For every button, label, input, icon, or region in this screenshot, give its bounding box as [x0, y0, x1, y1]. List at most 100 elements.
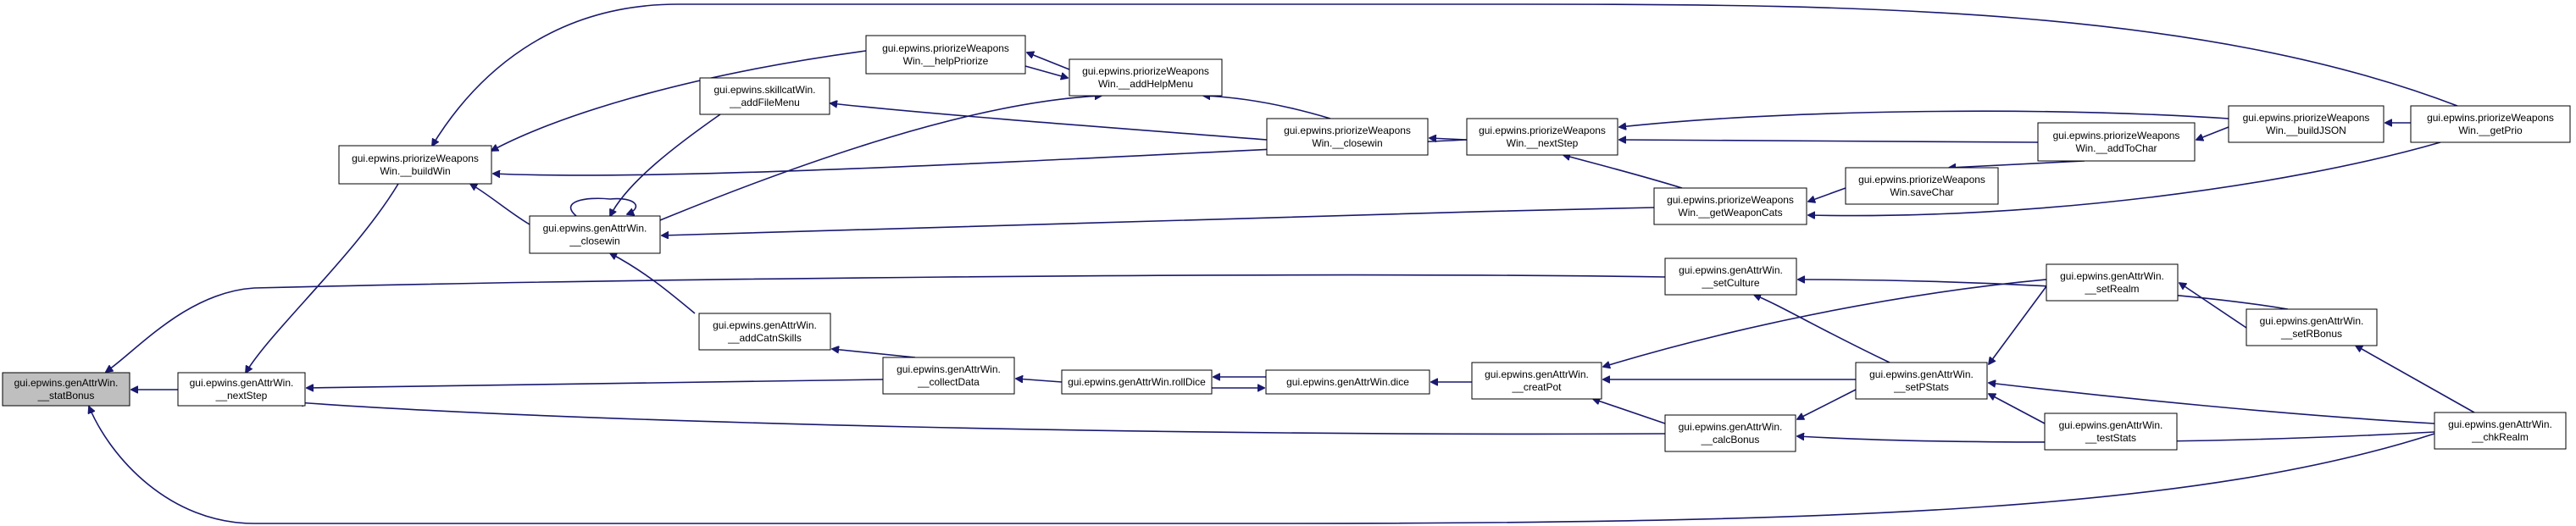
node-next-step-attr[interactable]: gui.epwins.genAttrWin.__nextStep [177, 372, 306, 407]
node-stat-bonus[interactable]: gui.epwins.genAttrWin.__statBonus [2, 372, 130, 407]
e-calcbonus-creatpot [1593, 399, 1666, 424]
node-label: Win.__closewin [1312, 137, 1382, 149]
node-label: __nextStep [215, 390, 268, 401]
node-box [1855, 362, 1988, 400]
node-label: gui.epwins.genAttrWin. [1679, 421, 1783, 433]
node-label: Win.saveChar [1890, 186, 1953, 198]
node-label: gui.epwins.priorizeWeapons [352, 152, 479, 164]
e-setrbonus-setculture [1798, 280, 2289, 310]
node-box [2037, 122, 2196, 162]
node-label: gui.epwins.skillcatWin. [713, 84, 815, 96]
node-closewin-attr[interactable]: gui.epwins.genAttrWin.__closewin [529, 215, 661, 254]
node-label: __calcBonus [1701, 434, 1760, 446]
node-roll-dice[interactable]: gui.epwins.genAttrWin.rollDice [1061, 369, 1213, 395]
node-set-r-bonus[interactable]: gui.epwins.genAttrWin.__setRBonus [2246, 308, 2378, 346]
e-savechar-getweaponcats [1808, 187, 1846, 202]
node-creat-pot[interactable]: gui.epwins.genAttrWin.__creatPot [1471, 362, 1602, 400]
node-box [2228, 105, 2384, 143]
node-calc-bonus[interactable]: gui.epwins.genAttrWin.__calcBonus [1664, 414, 1796, 452]
node-label: Win.__nextStep [1507, 137, 1579, 149]
node-label: Win.__getPrio [2458, 125, 2523, 136]
e-buildwin-nextstep [246, 183, 399, 373]
node-label: Win.__buildJSON [2266, 125, 2346, 136]
e-addhelpmenu-helppriorize [1027, 53, 1070, 70]
node-set-culture[interactable]: gui.epwins.genAttrWin.__setCulture [1664, 257, 1797, 296]
node-label: gui.epwins.genAttrWin. [14, 377, 119, 389]
e-closewinattr-addhelpmenu [659, 96, 1102, 221]
node-label: __testStats [2085, 432, 2136, 444]
e-closewinattr-addcatn [610, 253, 696, 314]
e-nextsteppw-closewinpw [1430, 138, 1468, 140]
node-add-to-char[interactable]: gui.epwins.priorizeWeaponsWin.__addToCha… [2037, 122, 2196, 162]
node-label: Win.__addToChar [2075, 142, 2157, 154]
e-addcatn-collectdata [832, 349, 916, 358]
node-label: __setPStats [1893, 381, 1949, 393]
node-set-realm[interactable]: gui.epwins.genAttrWin.__setRealm [2046, 263, 2179, 302]
node-test-stats[interactable]: gui.epwins.genAttrWin.__testStats [2044, 412, 2178, 451]
node-label: __closewin [569, 235, 619, 247]
node-help-priorize[interactable]: gui.epwins.priorizeWeaponsWin.__helpPrio… [865, 35, 1026, 75]
e-setpstats-setculture [1754, 295, 1890, 363]
e-collectdata-nextstep [307, 379, 884, 388]
edges-layer [89, 3, 2475, 524]
node-box [2410, 105, 2571, 143]
node-build-j-s-o-n[interactable]: gui.epwins.priorizeWeaponsWin.__buildJSO… [2228, 105, 2384, 143]
node-dice[interactable]: gui.epwins.genAttrWin.dice [1265, 369, 1430, 395]
node-box [338, 145, 492, 185]
node-label: gui.epwins.genAttrWin. [897, 363, 1001, 375]
node-collect-data[interactable]: gui.epwins.genAttrWin.__collectData [882, 357, 1015, 395]
e-closewinattr-closewinattr [569, 197, 637, 217]
node-label: __statBonus [37, 390, 95, 401]
node-label: __setRealm [2084, 283, 2139, 295]
e-addtochar-savechar [1949, 160, 2085, 168]
node-label: gui.epwins.genAttrWin. [1485, 368, 1589, 380]
e-chkrealm-setrbonus [2356, 346, 2475, 413]
node-box [1069, 58, 1223, 97]
node-label: __creatPot [1511, 381, 1562, 393]
e-teststats-setpstats [1989, 394, 2046, 424]
node-label: gui.epwins.genAttrWin. [543, 223, 647, 235]
node-label: __setCulture [1701, 277, 1759, 289]
node-label: gui.epwins.priorizeWeapons [1082, 65, 1209, 77]
e-helppriorize-addhelpmenu [1024, 65, 1068, 78]
e-setrbonus-setrealm [2179, 283, 2247, 329]
node-label: Win.__addHelpMenu [1098, 78, 1193, 90]
node-label: gui.epwins.priorizeWeapons [2427, 112, 2554, 124]
node-get-weapon-cats[interactable]: gui.epwins.priorizeWeaponsWin.__getWeapo… [1653, 187, 1807, 225]
node-box [699, 77, 830, 115]
node-label: Win.__buildWin [380, 165, 450, 177]
node-label: gui.epwins.genAttrWin. [2448, 418, 2552, 430]
node-label: __addCatnSkills [727, 332, 802, 344]
node-label: gui.epwins.genAttrWin. [2260, 315, 2364, 327]
node-label: __chkRealm [2471, 431, 2529, 443]
e-buildjson-nextsteppw [1619, 110, 2229, 127]
node-label: gui.epwins.genAttrWin.dice [1286, 376, 1409, 388]
node-label: gui.epwins.genAttrWin. [713, 319, 817, 331]
node-label: gui.epwins.genAttrWin. [1679, 264, 1783, 276]
node-box [1061, 369, 1213, 395]
e-getprio-buildwin [432, 3, 2458, 146]
node-chk-realm[interactable]: gui.epwins.genAttrWin.__chkRealm [2434, 412, 2567, 450]
node-box [529, 215, 661, 254]
node-add-file-menu[interactable]: gui.epwins.skillcatWin.__addFileMenu [699, 77, 830, 115]
e-buildjson-addtochar [2196, 126, 2229, 140]
e-chkrealm-statbonus [89, 407, 2435, 524]
node-box [1466, 118, 1618, 156]
node-box [2434, 412, 2567, 450]
node-label: __collectData [917, 376, 980, 388]
e-addtochar-nextsteppw [1619, 140, 2039, 142]
node-add-help-menu[interactable]: gui.epwins.priorizeWeaponsWin.__addHelpM… [1069, 58, 1223, 97]
e-helppriorize-buildwin [491, 50, 867, 151]
node-add-catn-skills[interactable]: gui.epwins.genAttrWin.__addCatnSkills [698, 313, 831, 351]
e-getprio-getweaponcats [1808, 141, 2441, 216]
node-set-p-stats[interactable]: gui.epwins.genAttrWin.__setPStats [1855, 362, 1988, 400]
node-label: gui.epwins.priorizeWeapons [2243, 112, 2370, 124]
node-box [177, 372, 306, 407]
node-label: __addFileMenu [729, 97, 800, 108]
